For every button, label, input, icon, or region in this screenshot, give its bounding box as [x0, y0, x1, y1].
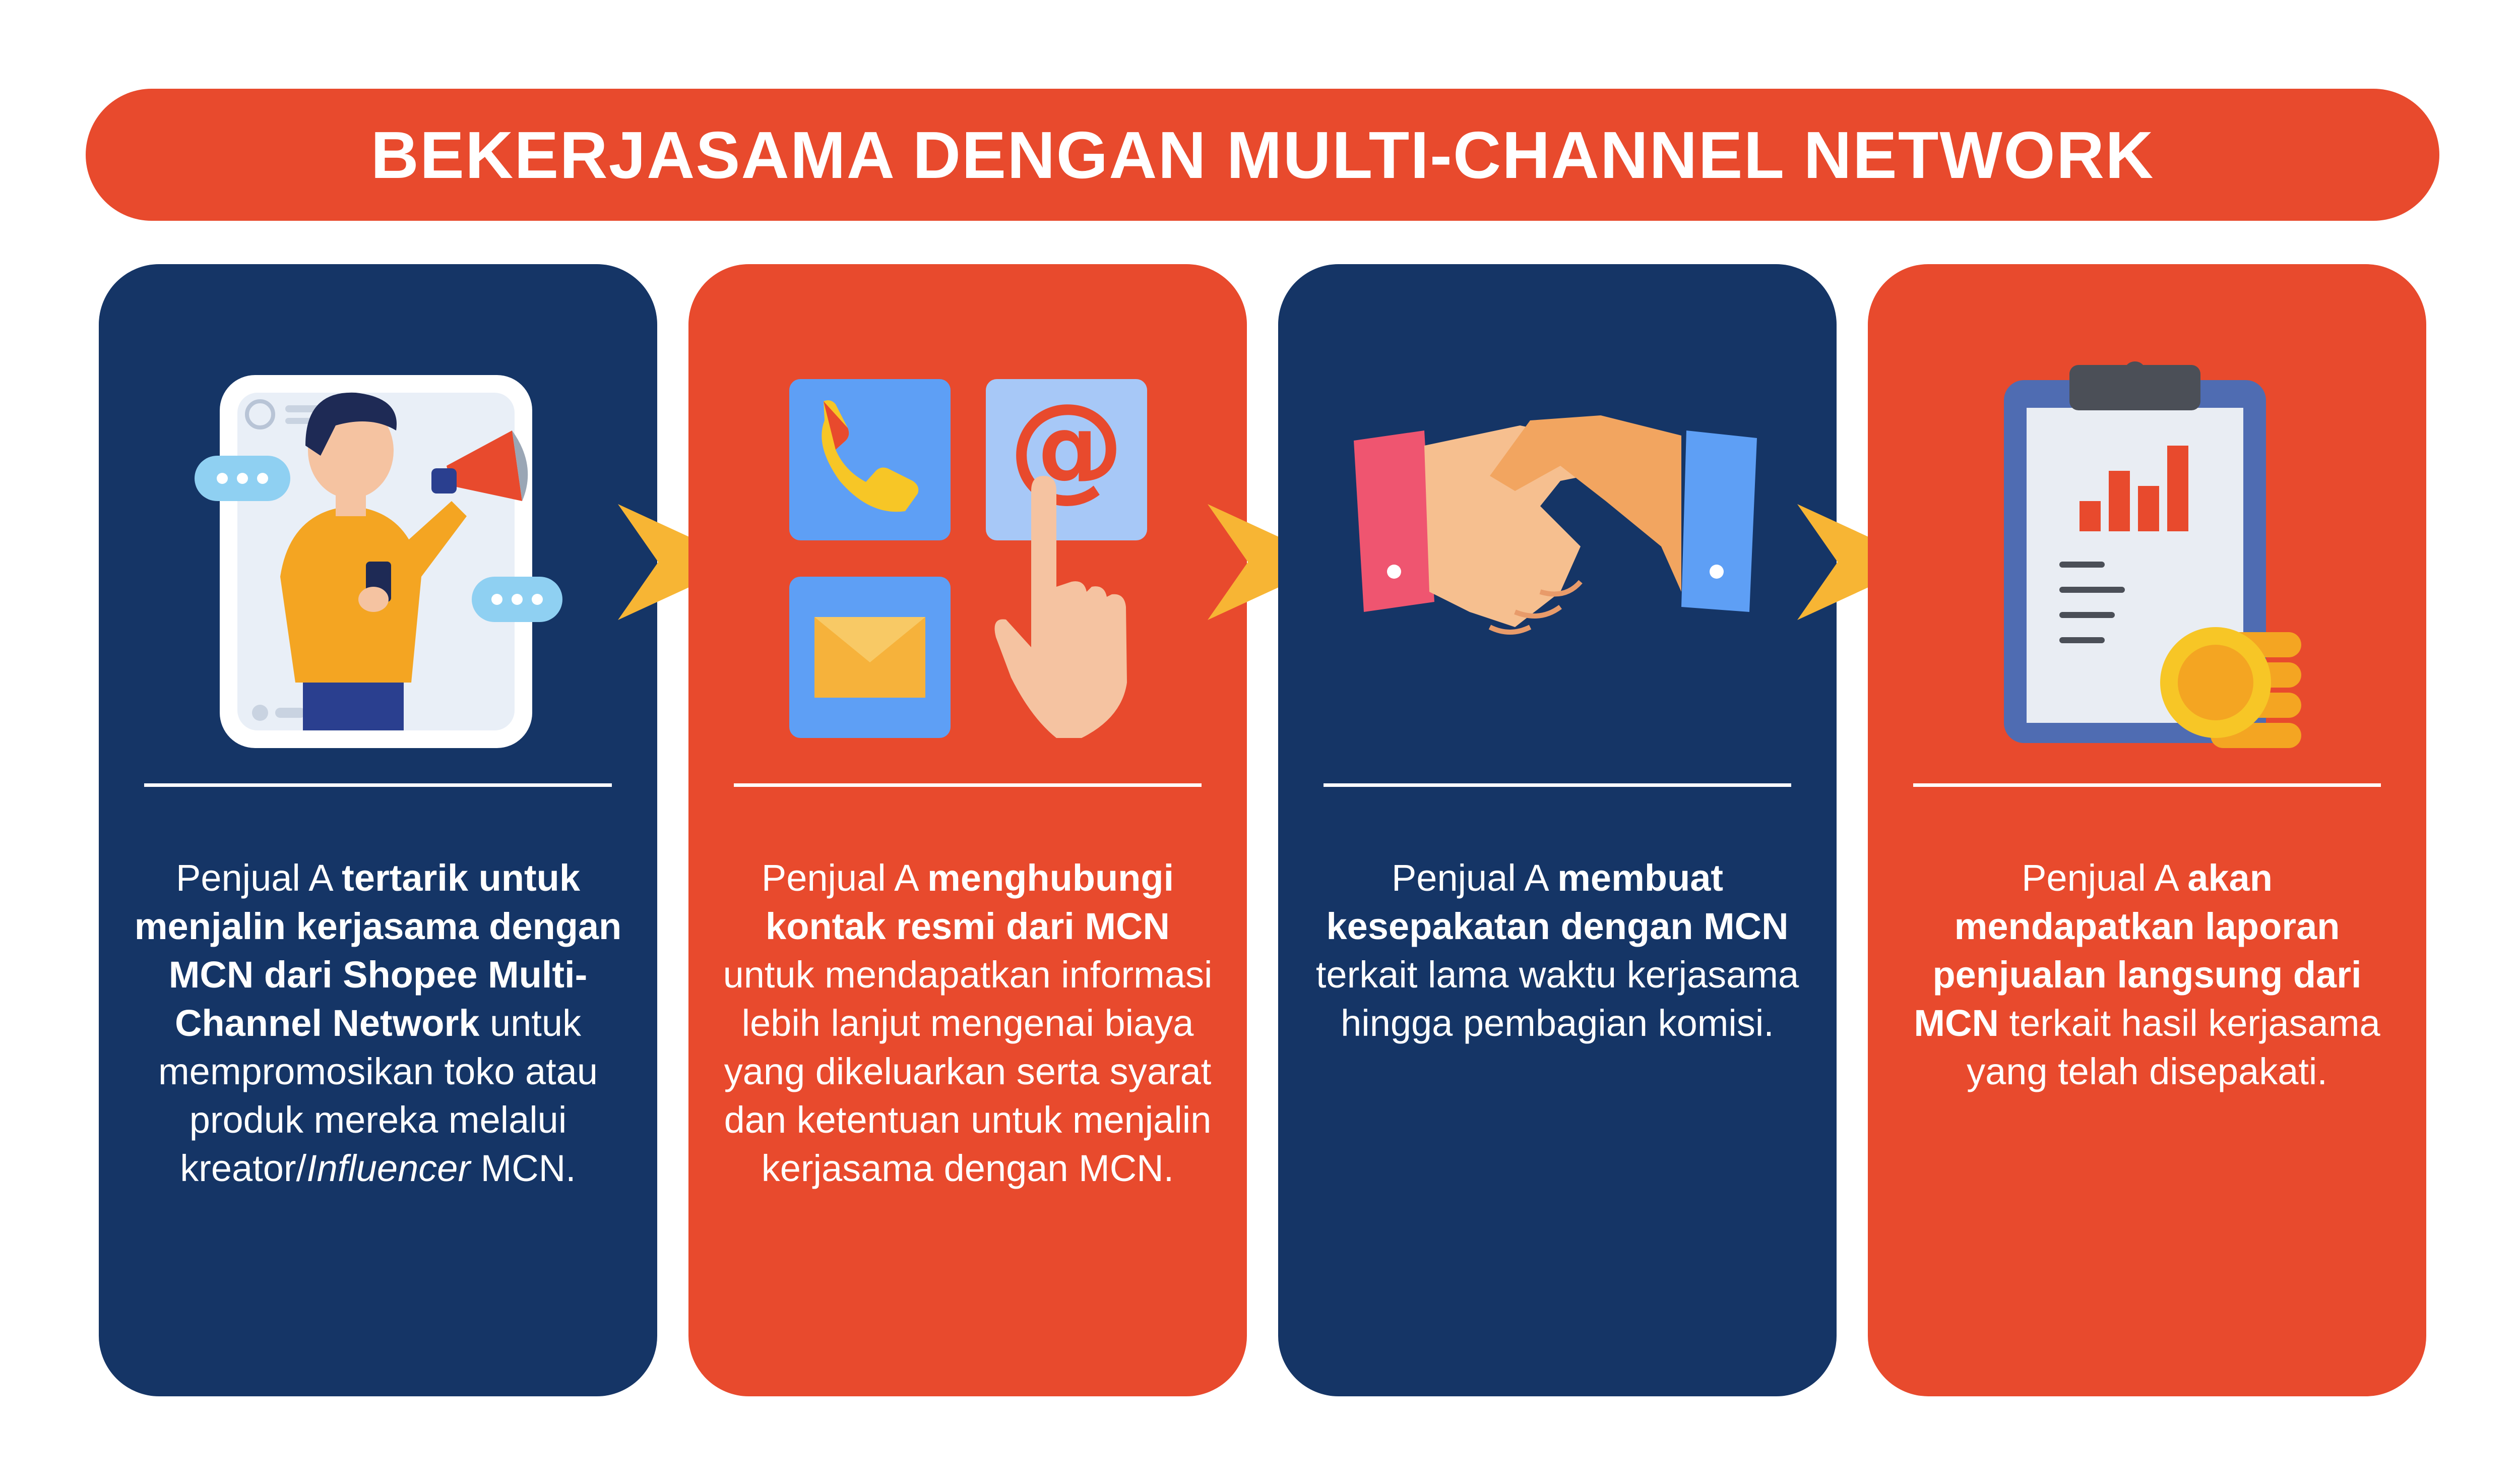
text-plain: Penjual A: [1391, 857, 1558, 899]
text-bold: menghubungi kontak resmi dari MCN: [766, 857, 1174, 947]
step-card-1: Penjual A tertarik untuk menjalin kerjas…: [99, 264, 657, 1396]
divider: [144, 783, 612, 787]
step-card-3: Penjual A membuat kesepakatan dengan MCN…: [1278, 264, 1837, 1396]
divider: [734, 783, 1202, 787]
text-plain: untuk mendapatkan informasi lebih lanjut…: [723, 954, 1213, 1189]
arrow-right-icon: [618, 504, 744, 620]
text-plain: terkait hasil kerjasama yang telah disep…: [1967, 1002, 2380, 1092]
step-description: Penjual A menghubungi kontak resmi dari …: [719, 854, 1217, 1193]
influencer-megaphone-icon: [195, 375, 562, 748]
text-plain: Penjual A: [761, 857, 928, 899]
text-plain: untuk mempromosikan toko atau produk mer…: [158, 1002, 598, 1189]
text-bold: tertarik untuk menjalin kerjasama dengan…: [134, 857, 622, 1044]
step-description: Penjual A tertarik untuk menjalin kerjas…: [129, 854, 627, 1193]
step-card-2: @ Penjual A menghubungi kontak resmi dar…: [688, 264, 1247, 1396]
arrow-right-icon: [1797, 504, 1923, 620]
title-banner: BEKERJASAMA DENGAN MULTI-CHANNEL NETWORK: [86, 89, 2439, 221]
text-italic: Influencer: [306, 1147, 471, 1189]
divider: [1913, 783, 2381, 787]
step-description: Penjual A membuat kesepakatan dengan MCN…: [1308, 854, 1806, 1047]
svg-text:@: @: [1009, 379, 1124, 514]
step-description: Penjual A akan mendapatkan laporan penju…: [1898, 854, 2396, 1096]
text-bold: membuat kesepakatan dengan MCN: [1326, 857, 1789, 947]
text-plain: MCN.: [470, 1147, 576, 1189]
text-bold: akan mendapatkan laporan penjualan langs…: [1914, 857, 2362, 1044]
arrow-right-icon: [1208, 504, 1334, 620]
contact-apps-icon: @: [789, 379, 1147, 738]
divider: [1324, 783, 1791, 787]
text-plain: terkait lama waktu kerjasama hingga pemb…: [1315, 954, 1799, 1044]
handshake-icon: [1354, 415, 1757, 635]
sales-report-clipboard-icon: [2004, 361, 2301, 748]
step-card-4: Penjual A akan mendapatkan laporan penju…: [1868, 264, 2426, 1396]
page-title: BEKERJASAMA DENGAN MULTI-CHANNEL NETWORK: [370, 117, 2155, 192]
text-plain: Penjual A: [2022, 857, 2188, 899]
text-plain: Penjual A: [175, 857, 342, 899]
